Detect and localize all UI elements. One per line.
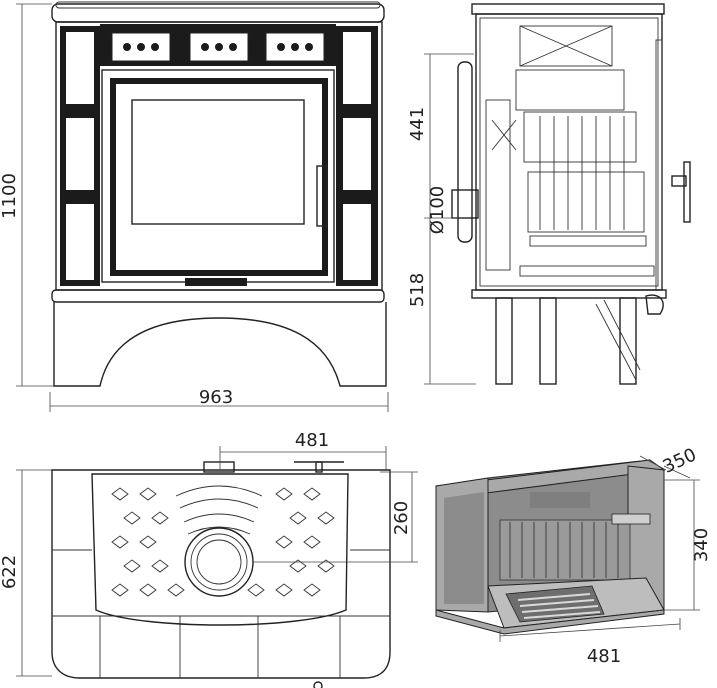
- height-label: 1100: [0, 173, 20, 219]
- top-outline: [51, 469, 391, 679]
- width-dimension: 963: [49, 387, 389, 412]
- firebox-height-label: 340: [691, 528, 712, 562]
- decor-tile-left: [111, 32, 171, 62]
- door-handle: [316, 165, 328, 227]
- firebox-depth-label: 350: [660, 444, 700, 478]
- stove-base: [53, 302, 387, 387]
- diamond-pattern-right: [247, 487, 335, 597]
- flue-height-label: 441: [407, 107, 428, 141]
- flue-pipe: [457, 61, 473, 243]
- firebox-fins: [539, 116, 625, 230]
- front-view: 1100 963: [0, 1, 389, 412]
- height-dimension: 1100: [0, 3, 54, 387]
- depth-label: 622: [0, 555, 20, 589]
- top-view: 622 481 260: [0, 430, 418, 688]
- left-tile-column: [60, 26, 100, 286]
- flue-diameter-label: Ø100: [427, 186, 448, 235]
- diamond-pattern-left: [111, 487, 185, 597]
- back-panel-fins: [499, 519, 631, 581]
- decor-tile-right: [265, 32, 325, 62]
- firebox-view: 350 340 481: [435, 444, 712, 667]
- side-dimensions: 441 Ø100 518: [407, 53, 476, 385]
- decor-tile-middle: [189, 32, 249, 62]
- offset-label: 260: [391, 501, 412, 535]
- top-plate: [91, 473, 349, 626]
- flue-outlet: [184, 527, 254, 597]
- right-tile-column: [336, 26, 378, 286]
- top-width-label: 481: [295, 430, 329, 451]
- side-view: 441 Ø100 518: [407, 3, 691, 385]
- leg-height-label: 518: [407, 273, 428, 307]
- side-handle: [683, 161, 691, 223]
- width-label: 963: [199, 387, 233, 408]
- firebox-width-label: 481: [587, 646, 621, 667]
- top-dimensions: 622 481 260: [0, 430, 418, 677]
